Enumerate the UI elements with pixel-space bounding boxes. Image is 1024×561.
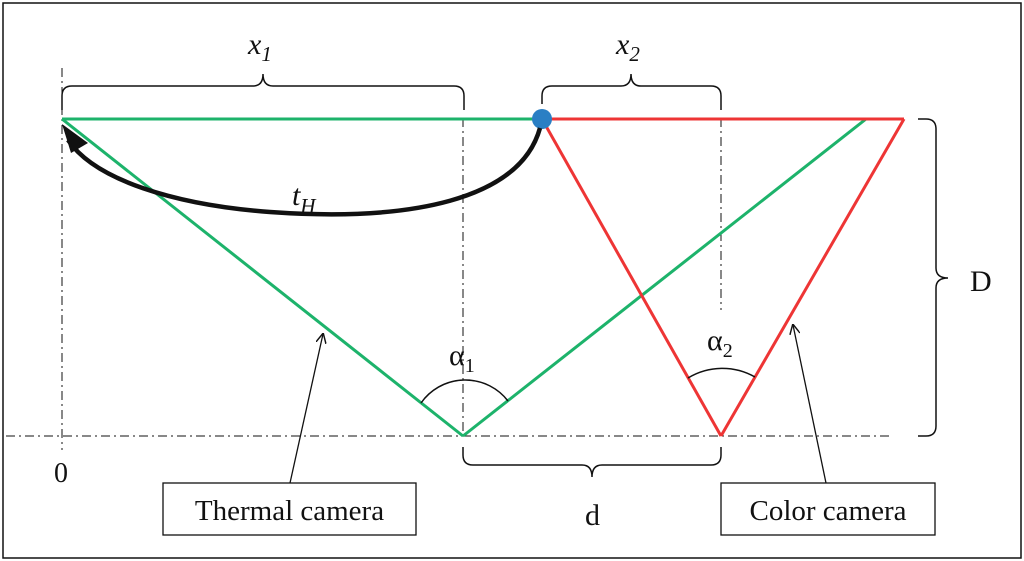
x2-bracket: [541, 73, 722, 110]
thermal-camera-label: Thermal camera: [195, 495, 384, 527]
color-camera-label-box: [720, 482, 936, 536]
x2-label-main: x: [615, 28, 630, 61]
alpha1-label: α1: [449, 339, 475, 377]
d-label: d: [585, 499, 600, 532]
tH-label: tH: [292, 179, 317, 218]
thermal-camera-label-box: [162, 482, 417, 536]
alpha1-angle-arc: [420, 379, 509, 404]
target-point: [532, 109, 552, 129]
alpha2-label-main: α: [707, 324, 723, 357]
brackets: [61, 73, 949, 478]
thermal-fov-left-edge: [61, 117, 464, 438]
x1-label-sub: 1: [261, 42, 272, 66]
x1-label: x1: [247, 28, 272, 66]
alpha2-label-sub: 2: [723, 340, 733, 362]
alpha1-label-sub: 1: [465, 355, 475, 377]
reference-lines: [6, 68, 890, 450]
d-bracket: [462, 447, 722, 478]
color-camera-pointer: [793, 325, 827, 484]
x2-label: x2: [615, 28, 640, 66]
time-shift-arrow: [66, 127, 543, 217]
alpha2-angle-arc: [687, 367, 756, 379]
x1-bracket: [61, 73, 465, 110]
alpha2-label: α2: [707, 324, 733, 362]
x2-label-sub: 2: [629, 42, 640, 66]
D-bracket: [918, 118, 949, 437]
time-shift-arrowhead: [62, 124, 88, 153]
color-field-of-view: [540, 117, 906, 437]
D-label: D: [970, 265, 992, 298]
x1-label-main: x: [247, 28, 262, 61]
thermal-fov-right-edge: [462, 117, 867, 438]
color-fov-left-edge: [540, 118, 723, 437]
tH-label-sub: H: [299, 194, 317, 218]
tH-label-main: t: [292, 179, 301, 212]
thermal-camera-pointer: [289, 334, 323, 484]
color-camera-label: Color camera: [749, 495, 906, 527]
color-fov-right-edge: [719, 118, 906, 437]
alpha1-label-main: α: [449, 339, 465, 372]
origin-label: 0: [54, 458, 68, 489]
